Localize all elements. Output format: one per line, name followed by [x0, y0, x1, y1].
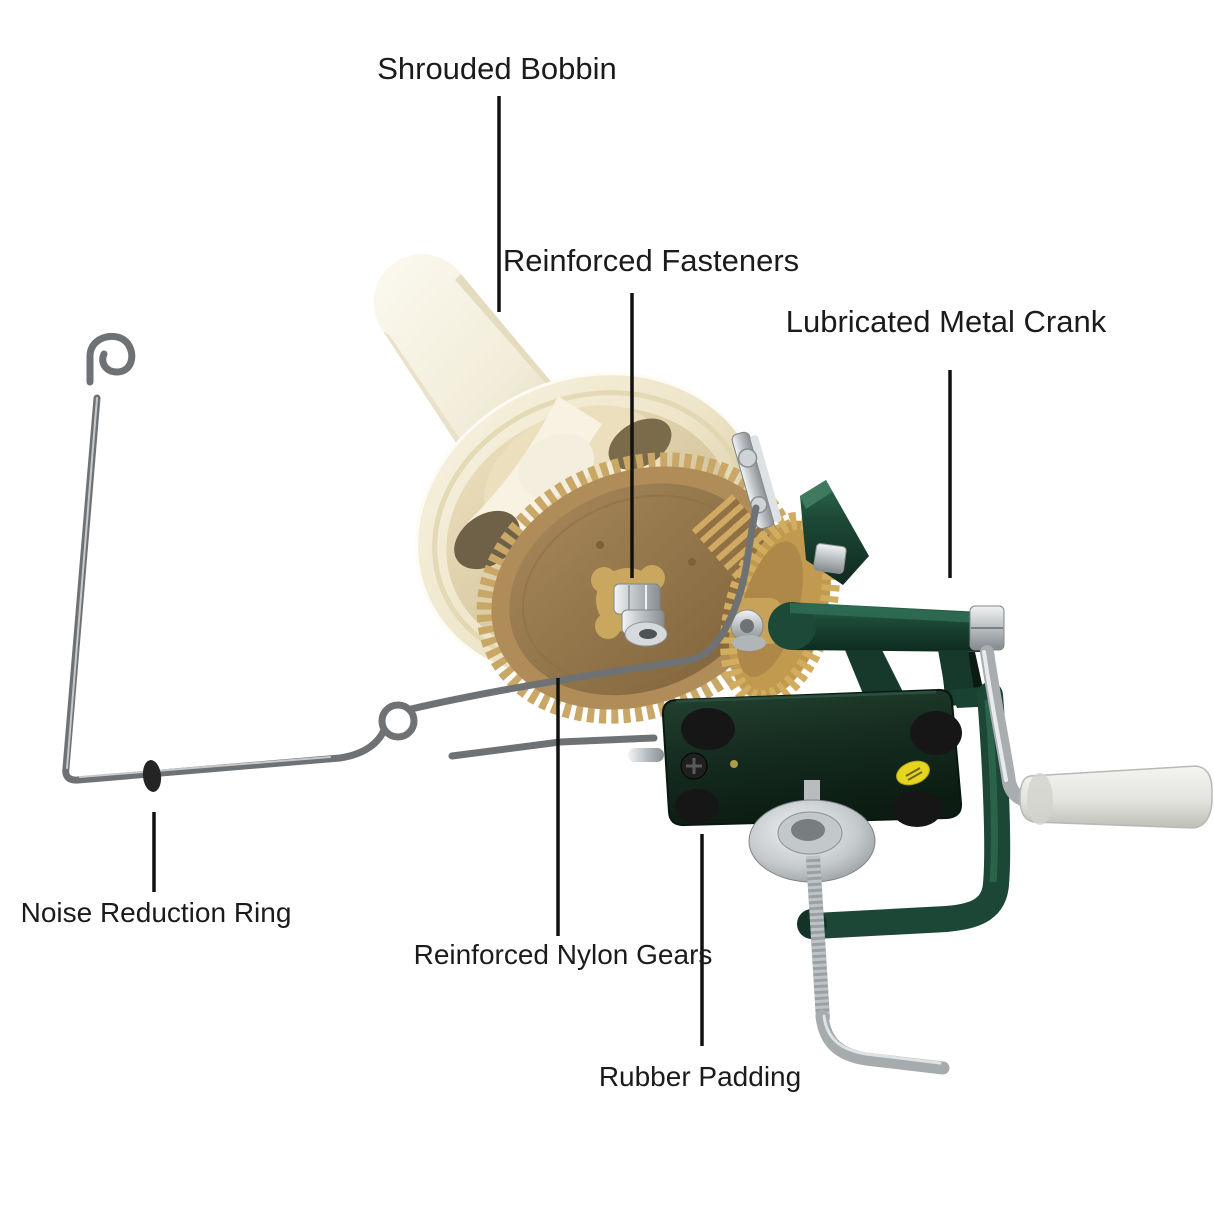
guide-peg	[628, 748, 664, 762]
screw-handle	[815, 1009, 950, 1075]
label-reinforced-nylon-gears: Reinforced Nylon Gears	[413, 939, 713, 970]
crank-coupler	[969, 605, 1005, 651]
yarn-guide-wire	[62, 332, 760, 784]
clamp-screw	[748, 780, 950, 1075]
clamp-base-plate	[628, 688, 963, 827]
noise-reduction-ring-part	[142, 760, 162, 792]
crank-handle	[1019, 765, 1213, 829]
rubber-pads	[675, 708, 962, 827]
callout-lines	[152, 96, 952, 1046]
adjuster-bolt	[813, 543, 847, 574]
tension-arm	[731, 431, 782, 530]
clamp-frame	[797, 682, 1011, 939]
crank	[980, 645, 1213, 829]
fastener-nut	[613, 583, 668, 647]
label-noise-reduction-ring: Noise Reduction Ring	[20, 897, 292, 928]
label-lubricated-metal-crank: Lubricated Metal Crank	[785, 304, 1107, 339]
label-reinforced-fasteners: Reinforced Fasteners	[502, 243, 800, 278]
label-shrouded-bobbin: Shrouded Bobbin	[377, 51, 617, 86]
shroud-opening	[454, 510, 520, 570]
label-rubber-padding: Rubber Padding	[598, 1061, 802, 1092]
